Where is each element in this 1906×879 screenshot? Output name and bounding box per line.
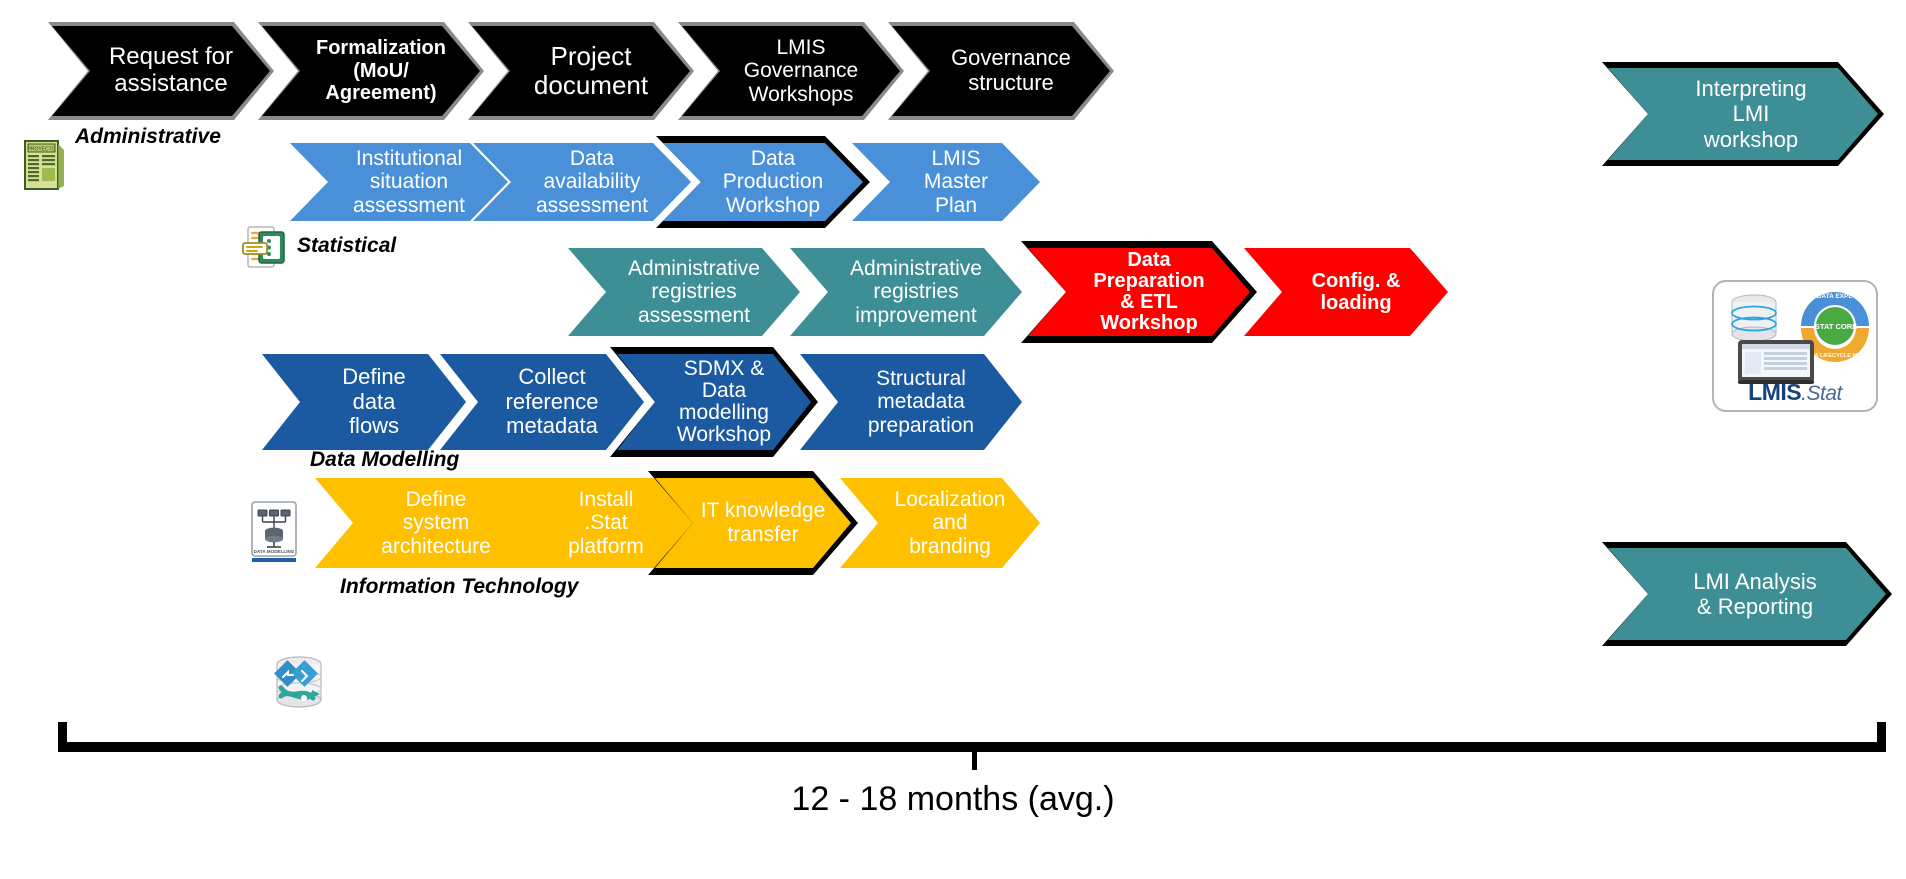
stat-core-diagram: .STAT CORE STAT DATA EXPLORER STAT DATA …	[1789, 292, 1876, 362]
row-label-data-modelling: Data Modelling	[310, 448, 460, 471]
chevron-label: LMIS Governance Workshops	[743, 35, 859, 106]
stat-data-lifecycle-manager-label: STAT DATA LIFECYCLE MANAGER	[1789, 353, 1876, 359]
stat-core-label: .STAT CORE	[1813, 322, 1857, 331]
chevron-label: IT knowledge transfer	[700, 499, 826, 546]
chevron-data-preparation-etl-workshop[interactable]: Data Preparation & ETL Workshop	[1028, 248, 1250, 336]
chevron-label: Interpreting LMI workshop	[1695, 76, 1807, 152]
chevron-face: Data Production Workshop	[663, 143, 863, 221]
chevron-administrative-registries-assessment[interactable]: Administrative registries assessment	[568, 248, 800, 336]
chevron-face: Formalization (MoU/ Agreement)	[262, 26, 480, 116]
lmis-stat-logo: .STAT CORE STAT DATA EXPLORER STAT DATA …	[1712, 280, 1878, 412]
chevron-label: Data Production Workshop	[722, 146, 824, 217]
row-label-information-technology: Information Technology	[340, 575, 579, 598]
chevron-lmis-governance-workshops[interactable]: LMIS Governance Workshops	[682, 26, 900, 116]
chevron-collect-reference-metadata[interactable]: Collect reference metadata	[440, 354, 644, 450]
monitor-icon	[1738, 340, 1814, 384]
chevron-label: Data Preparation & ETL Workshop	[1093, 249, 1205, 334]
chevron-label: Request for assistance	[108, 43, 234, 97]
icon-caption: DATA MODELLING	[254, 549, 295, 554]
chevron-administrative-registries-improvement[interactable]: Administrative registries improvement	[790, 248, 1022, 336]
chevron-lmi-analysis-reporting[interactable]: LMI Analysis & Reporting	[1608, 548, 1886, 640]
chevron-label: Administrative registries assessment	[628, 256, 760, 327]
icon-caption: PROYECTO	[28, 147, 56, 153]
chevron-config-and-loading[interactable]: Config. & loading	[1244, 248, 1448, 336]
chevron-formalization[interactable]: Formalization (MoU/ Agreement)	[262, 26, 480, 116]
chevron-label: Project document	[533, 40, 649, 100]
chevron-structural-metadata-preparation[interactable]: Structural metadata preparation	[800, 354, 1022, 450]
timeline-bar	[58, 742, 1886, 752]
chevron-face: SDMX & Data modelling Workshop	[617, 354, 811, 450]
chevron-label: LMI Analysis & Reporting	[1693, 568, 1817, 619]
chevron-label: Formalization (MoU/ Agreement)	[315, 37, 446, 105]
row-label-statistical: Statistical	[297, 234, 397, 257]
chevron-face: Data Preparation & ETL Workshop	[1028, 248, 1250, 336]
row-label-administrative: Administrative	[75, 125, 221, 148]
project-document-icon: PROYECTO	[18, 138, 66, 192]
lmis-stat-wordmark: LMIS.Stat	[1714, 379, 1876, 406]
chevron-label: Administrative registries improvement	[850, 256, 982, 327]
chevron-label: Governance structure	[951, 45, 1071, 95]
chevron-it-knowledge-transfer[interactable]: IT knowledge transfer	[655, 478, 851, 568]
chevron-data-production-workshop[interactable]: Data Production Workshop	[663, 143, 863, 221]
chevron-face: LMIS Governance Workshops	[682, 26, 900, 116]
shuffle-arrows	[278, 685, 316, 701]
chevron-face: Interpreting LMI workshop	[1608, 68, 1878, 160]
statistical-forms-icon	[240, 224, 292, 270]
timeline-duration-label: 12 - 18 months (avg.)	[791, 780, 1115, 818]
chevron-governance-structure[interactable]: Governance structure	[892, 26, 1110, 116]
stat-data-explorer-label: STAT DATA EXPLORER	[1799, 293, 1872, 300]
timeline-cap-left	[58, 722, 67, 752]
chevron-label: Define system architecture	[381, 487, 491, 558]
timeline-cap-right	[1877, 722, 1886, 752]
chevron-face: LMI Analysis & Reporting	[1608, 548, 1886, 640]
chevron-define-system-architecture[interactable]: Define system architecture	[315, 478, 537, 568]
chevron-interpreting-lmi-workshop[interactable]: Interpreting LMI workshop	[1608, 68, 1878, 160]
chevron-face: Project document	[472, 26, 690, 116]
brand-secondary: .Stat	[1801, 382, 1842, 405]
chevron-label: Define data flows	[342, 364, 406, 439]
chevron-request-for-assistance[interactable]: Request for assistance	[52, 26, 270, 116]
database-icon	[1731, 294, 1777, 342]
chevron-face: IT knowledge transfer	[655, 478, 851, 568]
chevron-label: Collect reference metadata	[505, 364, 599, 439]
chevron-face: Governance structure	[892, 26, 1110, 116]
chevron-localization-and-branding[interactable]: Localization and branding	[840, 478, 1040, 568]
chevron-label: SDMX & Data modelling Workshop	[676, 356, 772, 447]
chevron-label: Localization and branding	[894, 487, 1006, 558]
chevron-institutional-situation-assessment[interactable]: Institutional situation assessment	[290, 143, 508, 221]
timeline-midpoint-tick	[972, 748, 977, 770]
chevron-sdmx-data-modelling-workshop[interactable]: SDMX & Data modelling Workshop	[617, 354, 811, 450]
chevron-lmis-master-plan[interactable]: LMIS Master Plan	[852, 143, 1040, 221]
chevron-face: Request for assistance	[52, 26, 270, 116]
data-modelling-icon: DATA MODELLING	[246, 500, 302, 564]
brand-primary: LMIS	[1748, 379, 1802, 405]
database-shuffle-icon	[268, 652, 330, 714]
chevron-define-data-flows[interactable]: Define data flows	[262, 354, 466, 450]
chevron-label: LMIS Master Plan	[923, 146, 989, 217]
chevron-project-document[interactable]: Project document	[472, 26, 690, 116]
chevron-label: Structural metadata preparation	[867, 366, 975, 437]
chevron-label: Config. & loading	[1311, 269, 1401, 314]
chevron-label: Institutional situation assessment	[352, 146, 466, 217]
